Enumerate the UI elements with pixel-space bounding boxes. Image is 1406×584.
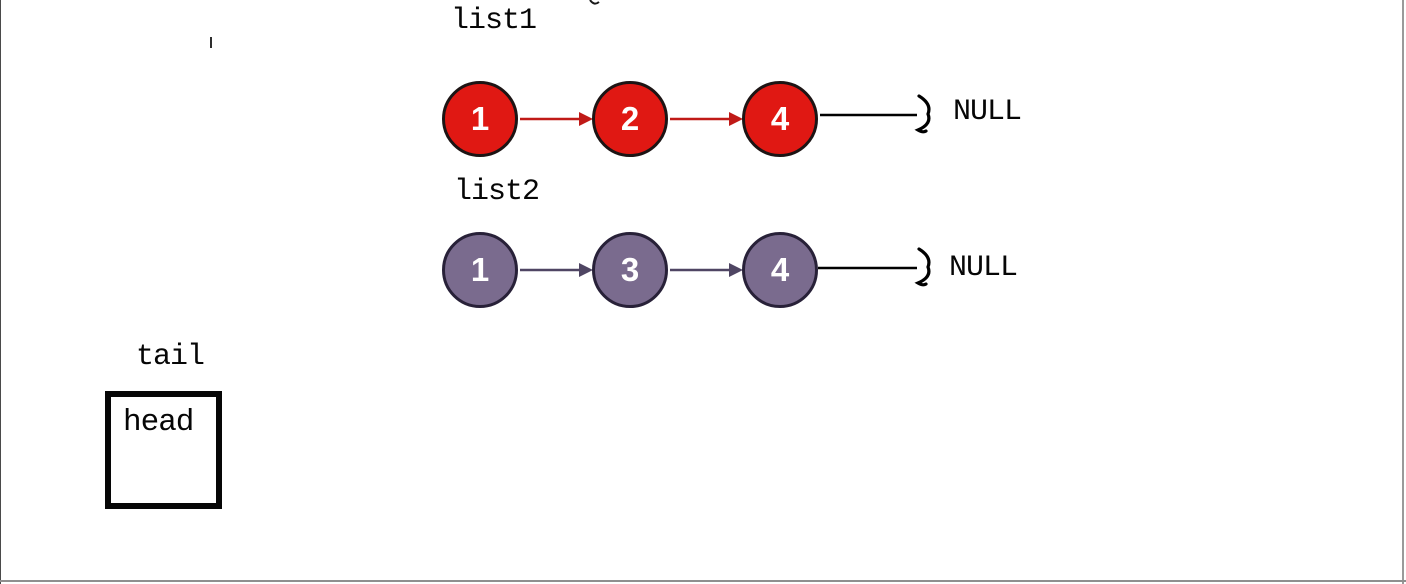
list2-node-3: 4 <box>742 232 818 308</box>
list1-node-1: 1 <box>442 81 518 157</box>
window-edge-right <box>1402 0 1404 584</box>
list1-node-2: 2 <box>592 81 668 157</box>
list1-arrow-2-4 <box>670 112 743 126</box>
tail-label: tail <box>136 340 205 374</box>
list2-null-label: NULL <box>949 251 1018 285</box>
list2-arrow-1-3 <box>520 263 593 277</box>
list1-label: list1 <box>451 4 537 38</box>
list2-label: list2 <box>454 175 540 209</box>
list2-node-1: 1 <box>442 232 518 308</box>
list1-null-arrow <box>820 94 931 134</box>
cursor-tick-mark <box>210 37 212 48</box>
list1-arrow-1-2 <box>520 112 593 126</box>
list2-arrow-3-4 <box>670 263 743 277</box>
head-pointer-box: head <box>105 391 222 509</box>
head-label: head <box>123 405 194 440</box>
window-edge-bottom <box>0 580 1406 582</box>
list2-null-arrow <box>818 247 931 287</box>
stray-mark-top <box>589 0 600 5</box>
list1-node-3: 4 <box>742 81 818 157</box>
list1-null-label: NULL <box>953 95 1022 129</box>
list2-node-2: 3 <box>592 232 668 308</box>
window-edge-left <box>0 0 1 584</box>
